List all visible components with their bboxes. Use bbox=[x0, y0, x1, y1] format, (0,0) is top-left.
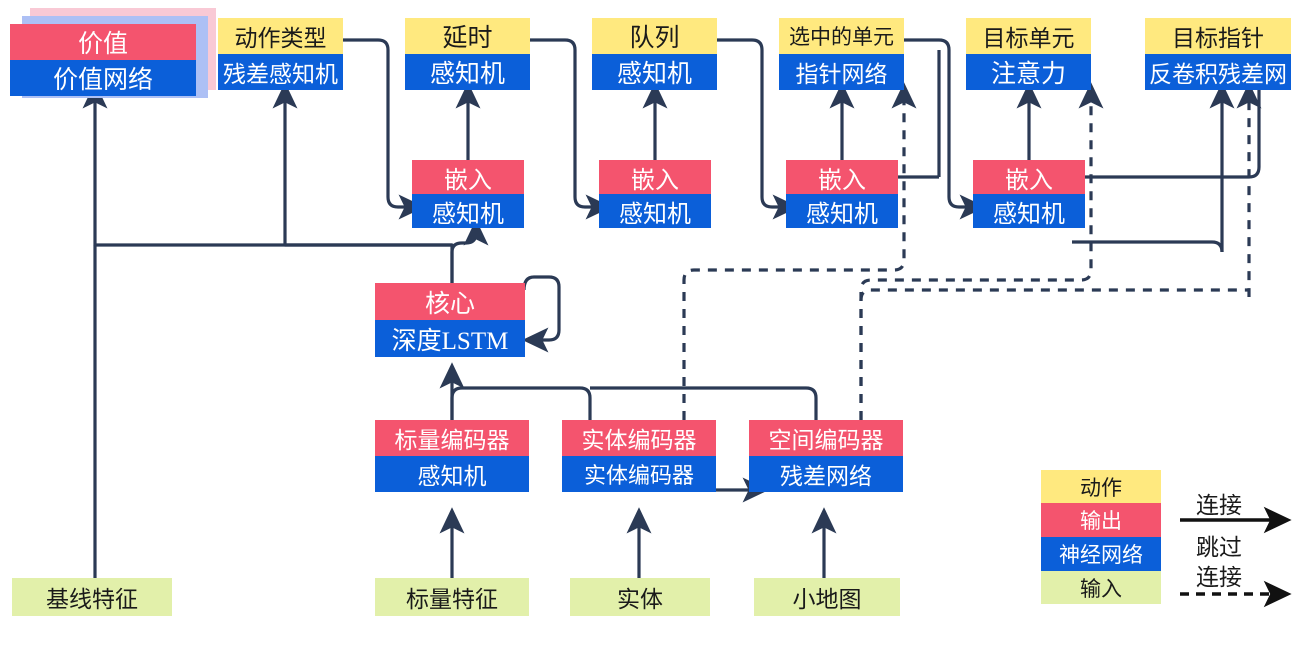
input-baseline-features[interactable]: 基线特征 bbox=[12, 578, 172, 616]
node-target-unit-bottom: 注意力 bbox=[966, 54, 1091, 90]
legend-arrows bbox=[1180, 506, 1292, 608]
node-delay-top: 延时 bbox=[405, 18, 530, 54]
node-target-point-bottom: 反卷积残差网 bbox=[1145, 54, 1291, 90]
legend-connection-label: 连接 bbox=[1196, 493, 1242, 518]
node-selected-units[interactable]: 选中的单元 指针网络 bbox=[779, 18, 904, 90]
node-selected-units-top: 选中的单元 bbox=[779, 18, 904, 54]
legend-swatch-neural-network: 神经网络 bbox=[1041, 537, 1161, 571]
node-delay[interactable]: 延时 感知机 bbox=[405, 18, 530, 90]
node-action-type[interactable]: 动作类型 残差感知机 bbox=[218, 18, 343, 90]
input-minimap[interactable]: 小地图 bbox=[754, 578, 900, 616]
node-spatial-encoder[interactable]: 空间编码器 残差网络 bbox=[749, 420, 903, 492]
legend-swatch-action: 动作 bbox=[1041, 470, 1161, 503]
node-action-type-bottom: 残差感知机 bbox=[218, 54, 343, 90]
node-core-top: 核心 bbox=[375, 283, 525, 320]
legend-skip-label-line2: 连接 bbox=[1196, 565, 1242, 590]
node-core[interactable]: 核心 深度LSTM bbox=[375, 283, 525, 357]
node-scalar-encoder[interactable]: 标量编码器 感知机 bbox=[375, 420, 529, 492]
node-embed-3[interactable]: 嵌入 感知机 bbox=[786, 160, 898, 228]
node-embed-3-top: 嵌入 bbox=[786, 160, 898, 194]
node-delay-bottom: 感知机 bbox=[405, 54, 530, 90]
legend-swatch-input: 输入 bbox=[1041, 571, 1161, 604]
node-target-point[interactable]: 目标指针 反卷积残差网 bbox=[1145, 18, 1291, 90]
node-embed-4-top: 嵌入 bbox=[973, 160, 1085, 194]
node-spatial-encoder-top: 空间编码器 bbox=[749, 420, 903, 456]
input-scalar-features[interactable]: 标量特征 bbox=[375, 578, 529, 616]
input-entities[interactable]: 实体 bbox=[570, 578, 710, 616]
node-entity-encoder[interactable]: 实体编码器 实体编码器 bbox=[562, 420, 716, 492]
node-target-point-top: 目标指针 bbox=[1145, 18, 1291, 54]
node-core-bottom: 深度LSTM bbox=[375, 320, 525, 357]
node-entity-encoder-bottom: 实体编码器 bbox=[562, 456, 716, 492]
node-spatial-encoder-bottom: 残差网络 bbox=[749, 456, 903, 492]
node-action-type-top: 动作类型 bbox=[218, 18, 343, 54]
node-value[interactable]: 价值 价值网络 bbox=[10, 24, 196, 96]
legend-swatch-output: 输出 bbox=[1041, 503, 1161, 537]
node-embed-4[interactable]: 嵌入 感知机 bbox=[973, 160, 1085, 228]
node-target-unit[interactable]: 目标单元 注意力 bbox=[966, 18, 1091, 90]
legend: 动作 输出 神经网络 输入 bbox=[1041, 470, 1161, 604]
node-value-bottom: 价值网络 bbox=[10, 60, 196, 96]
node-embed-1[interactable]: 嵌入 感知机 bbox=[412, 160, 524, 228]
node-embed-2[interactable]: 嵌入 感知机 bbox=[599, 160, 711, 228]
legend-skip-label-line1: 跳过 bbox=[1196, 535, 1242, 560]
node-queue[interactable]: 队列 感知机 bbox=[592, 18, 717, 90]
node-embed-2-bottom: 感知机 bbox=[599, 194, 711, 228]
node-embed-2-top: 嵌入 bbox=[599, 160, 711, 194]
node-value-top: 价值 bbox=[10, 24, 196, 60]
node-target-unit-top: 目标单元 bbox=[966, 18, 1091, 54]
node-selected-units-bottom: 指针网络 bbox=[779, 54, 904, 90]
node-embed-1-top: 嵌入 bbox=[412, 160, 524, 194]
node-scalar-encoder-bottom: 感知机 bbox=[375, 456, 529, 492]
node-queue-top: 队列 bbox=[592, 18, 717, 54]
node-embed-1-bottom: 感知机 bbox=[412, 194, 524, 228]
node-embed-3-bottom: 感知机 bbox=[786, 194, 898, 228]
node-scalar-encoder-top: 标量编码器 bbox=[375, 420, 529, 456]
node-embed-4-bottom: 感知机 bbox=[973, 194, 1085, 228]
node-queue-bottom: 感知机 bbox=[592, 54, 717, 90]
node-entity-encoder-top: 实体编码器 bbox=[562, 420, 716, 456]
